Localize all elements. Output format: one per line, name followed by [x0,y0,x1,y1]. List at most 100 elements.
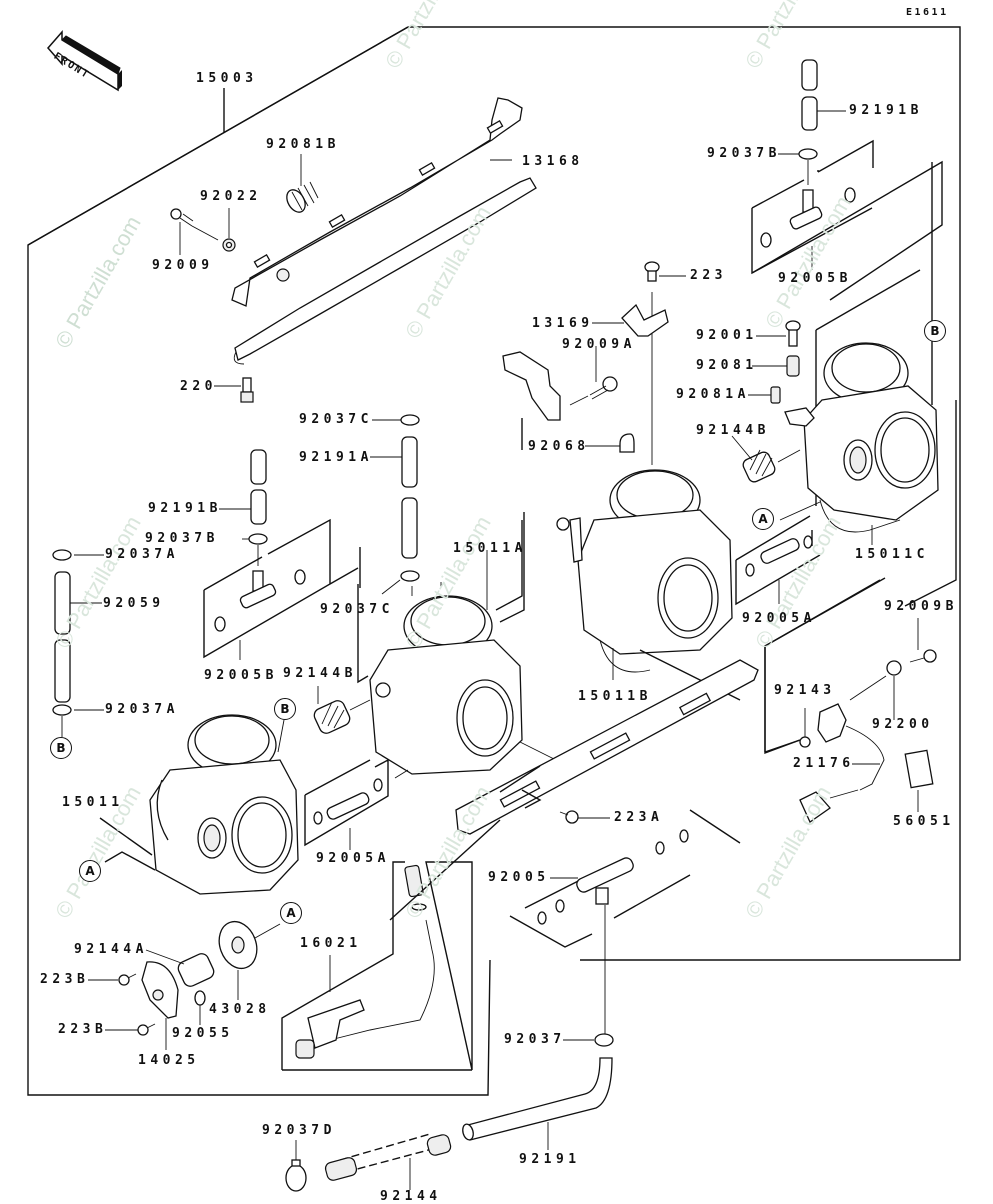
spring-92081b [286,181,319,213]
part-label[interactable]: 56051 [893,814,955,829]
part-label[interactable]: 92144B [696,423,770,438]
part-label[interactable]: 92009A [562,337,636,352]
diaphragm-43028 [218,920,258,970]
part-label[interactable]: 223B [58,1022,108,1037]
ref-marker-a: A [79,860,101,882]
part-label[interactable]: 92200 [872,717,934,732]
t-fitting-92005 [576,857,634,905]
hose-92191 [462,1057,613,1141]
ref-marker-b: B [50,737,72,759]
rail [455,659,759,835]
cover-14025 [141,961,179,1019]
part-label[interactable]: 15003 [196,71,258,86]
part-label[interactable]: 92005A [316,851,390,866]
screw-220 [240,377,254,403]
part-label[interactable]: 15011A [453,541,527,556]
part-label[interactable]: 92191B [148,501,222,516]
spring-92144a [177,953,215,987]
cap-92068 [619,433,635,453]
spring-16021 [295,864,435,1059]
carburetor-15011c [784,269,939,533]
part-label[interactable]: 92081A [676,387,750,402]
clamp-92037d [285,1159,307,1192]
fitting-92005a-left [326,792,370,820]
part-label[interactable]: 92144A [74,942,148,957]
part-label[interactable]: 92001 [696,328,758,343]
part-label[interactable]: 92005B [204,668,278,683]
ref-marker-b: B [924,320,946,342]
part-label[interactable]: 13169 [532,316,594,331]
part-label[interactable]: 92009B [884,599,958,614]
part-label[interactable]: 92055 [172,1026,234,1041]
part-label[interactable]: 92005A [742,611,816,626]
part-label[interactable]: 92037A [105,702,179,717]
screw-92009 [170,208,194,227]
tube-92191b-top [801,59,818,131]
part-label[interactable]: 92143 [774,683,836,698]
part-label[interactable]: 15011C [855,547,929,562]
bolt-92001 [785,320,801,347]
spring-92081a [770,386,781,404]
part-label[interactable]: 92037C [320,602,394,617]
part-label[interactable]: 13168 [522,154,584,169]
part-label[interactable]: 15011 [62,795,124,810]
part-label[interactable]: 220 [180,379,217,394]
spring-92144b-center [313,700,351,734]
part-label[interactable]: 21176 [793,756,855,771]
part-label[interactable]: 92081B [266,137,340,152]
plate-13169 [621,303,669,337]
part-label[interactable]: 92009 [152,258,214,273]
o-ring-92055 [194,990,206,1006]
link-plate-lower [233,177,537,365]
screw-223b-upper [118,973,137,986]
screw-223b-lower [137,1023,156,1036]
part-label[interactable]: 92005B [778,271,852,286]
part-label[interactable]: 15011B [578,689,652,704]
part-label[interactable]: 92191A [299,450,373,465]
spring-92081 [786,355,800,377]
tube-92191b-left [250,449,267,525]
front-direction-arrow-icon [47,30,122,92]
part-label[interactable]: 92059 [103,596,165,611]
diagram-code: E1611 [906,7,949,18]
screw-92009b [909,649,937,663]
part-label[interactable]: 14025 [138,1053,200,1068]
label-56051 [904,749,934,789]
part-label[interactable]: 92144 [380,1189,442,1204]
part-label[interactable]: 92022 [200,189,262,204]
part-label[interactable]: 223 [690,268,727,283]
screw-223 [644,261,660,282]
t-fitting-92005b-left [239,570,277,609]
tube-92059 [54,571,71,703]
part-label[interactable]: 92037 [504,1032,566,1047]
screw-223a [559,810,579,824]
part-label[interactable]: 92037C [299,412,373,427]
part-label[interactable]: 223A [614,810,664,825]
fitting-92005a-right [760,538,800,564]
t-fitting-92005b-top [789,189,823,230]
screw-92009a [589,376,618,400]
ref-marker-b: B [274,698,296,720]
part-label[interactable]: 223B [40,972,90,987]
part-label[interactable]: 16021 [300,936,362,951]
part-label[interactable]: 92191 [519,1152,581,1167]
part-label[interactable]: 92191B [849,103,923,118]
tube-92191a [401,436,418,559]
carburetor-15011b [556,469,733,673]
part-label[interactable]: 92037B [707,146,781,161]
spring-92144b-right [742,449,776,483]
ref-marker-a: A [752,508,774,530]
bracket [502,351,561,421]
part-label[interactable]: 92037A [105,547,179,562]
carburetor-15011a [369,595,523,775]
part-label[interactable]: 92081 [696,358,758,373]
part-label[interactable]: 92068 [528,439,590,454]
part-label[interactable]: 92037D [262,1123,336,1138]
carburetor-15011 [149,714,299,895]
part-label[interactable]: 92037B [145,531,219,546]
part-label[interactable]: 92005 [488,870,550,885]
link-plate-13168 [231,97,523,307]
part-label[interactable]: 43028 [209,1002,271,1017]
ref-marker-a: A [280,902,302,924]
part-label[interactable]: 92144B [283,666,357,681]
